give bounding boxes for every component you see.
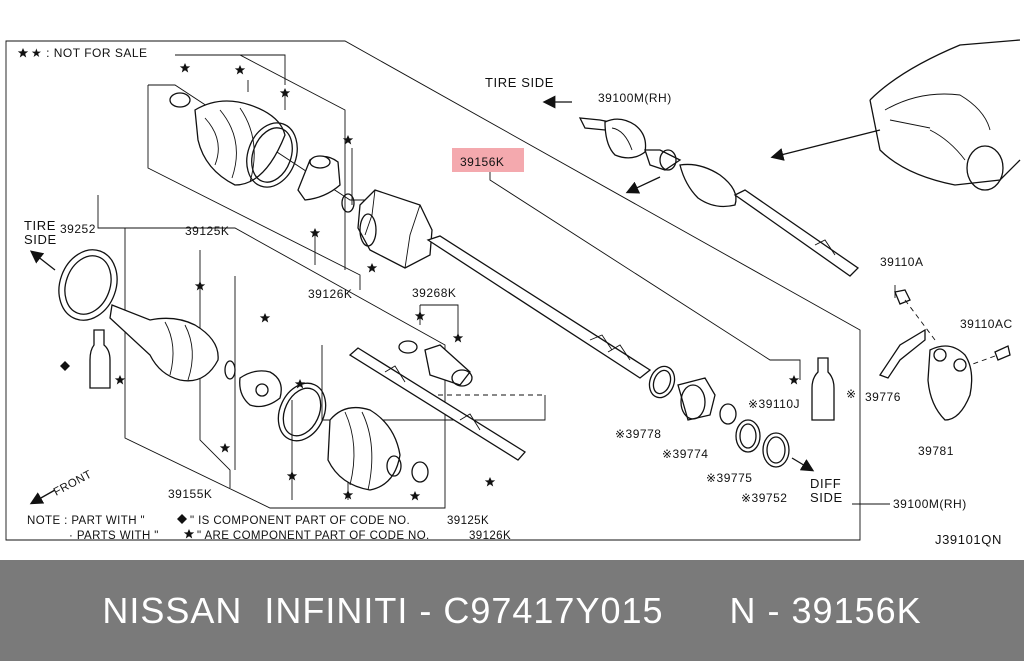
label-39252: 39252 — [60, 222, 96, 236]
parts-diagram: ★ : NOT FOR SALE — [5, 39, 1021, 547]
mounting-hardware — [879, 285, 1011, 421]
vehicle-sketch — [869, 39, 1021, 191]
label-39774: ※39774 — [662, 447, 708, 461]
highlight-39156k — [452, 148, 524, 172]
bearing-seals — [648, 357, 835, 472]
note-line-2a: · PARTS WITH " — [69, 530, 159, 542]
front-label: FRONT — [52, 469, 94, 499]
diamond-icon — [177, 514, 187, 524]
part-number-caption: NISSAN INFINITI - C97417Y015 N - 39156K — [102, 590, 922, 631]
label-39110a: 39110A — [880, 255, 923, 269]
label-39125k: 39125K — [185, 224, 229, 238]
note-line-2b: " ARE COMPONENT PART OF CODE NO. — [197, 530, 430, 542]
intermediate-shaft — [348, 340, 526, 461]
svg-text:※: ※ — [846, 387, 857, 401]
label-39781: 39781 — [918, 444, 954, 458]
not-for-sale-note: ★ : NOT FOR SALE — [31, 46, 148, 60]
label-39752: ※39752 — [741, 491, 787, 505]
tire-side-left-1: TIRE — [24, 218, 56, 233]
label-39775: ※39775 — [706, 471, 752, 485]
note-line-1b: " IS COMPONENT PART OF CODE NO. — [190, 515, 410, 527]
label-39155k: 39155K — [168, 487, 212, 501]
drive-shaft-main — [357, 189, 652, 379]
note-code-1: 39125K — [447, 515, 489, 527]
note-line-1a: NOTE : PART WITH " — [27, 515, 145, 527]
tire-side-top: TIRE SIDE — [485, 75, 554, 90]
label-39268k: 39268K — [412, 286, 456, 300]
parts-lower-left — [58, 249, 429, 491]
label-39778: ※39778 — [615, 427, 661, 441]
label-39776: 39776 — [865, 390, 901, 404]
label-39156k: 39156K — [460, 155, 504, 169]
tire-side-left-2: SIDE — [24, 232, 57, 247]
label-39110ac: 39110AC — [960, 317, 1013, 331]
note-code-2: 39126K — [469, 530, 511, 542]
diff-side-1: DIFF — [810, 476, 841, 491]
diagram-code: J39101QN — [935, 532, 1002, 547]
footer-bar: NISSAN INFINITI - C97417Y015 N - 39156K — [0, 560, 1024, 661]
label-39110j: ※39110J — [748, 397, 800, 411]
star-icon — [17, 48, 29, 58]
label-39100m-bottom: 39100M(RH) — [893, 497, 967, 511]
label-39100m-top: 39100M(RH) — [598, 91, 672, 105]
diff-side-2: SIDE — [810, 490, 843, 505]
boot-assembly-upper — [169, 92, 355, 213]
label-39126k: 39126K — [308, 287, 352, 301]
drive-shaft-rh — [578, 117, 860, 277]
diagram-frame — [5, 40, 861, 541]
star-icon — [183, 529, 195, 539]
